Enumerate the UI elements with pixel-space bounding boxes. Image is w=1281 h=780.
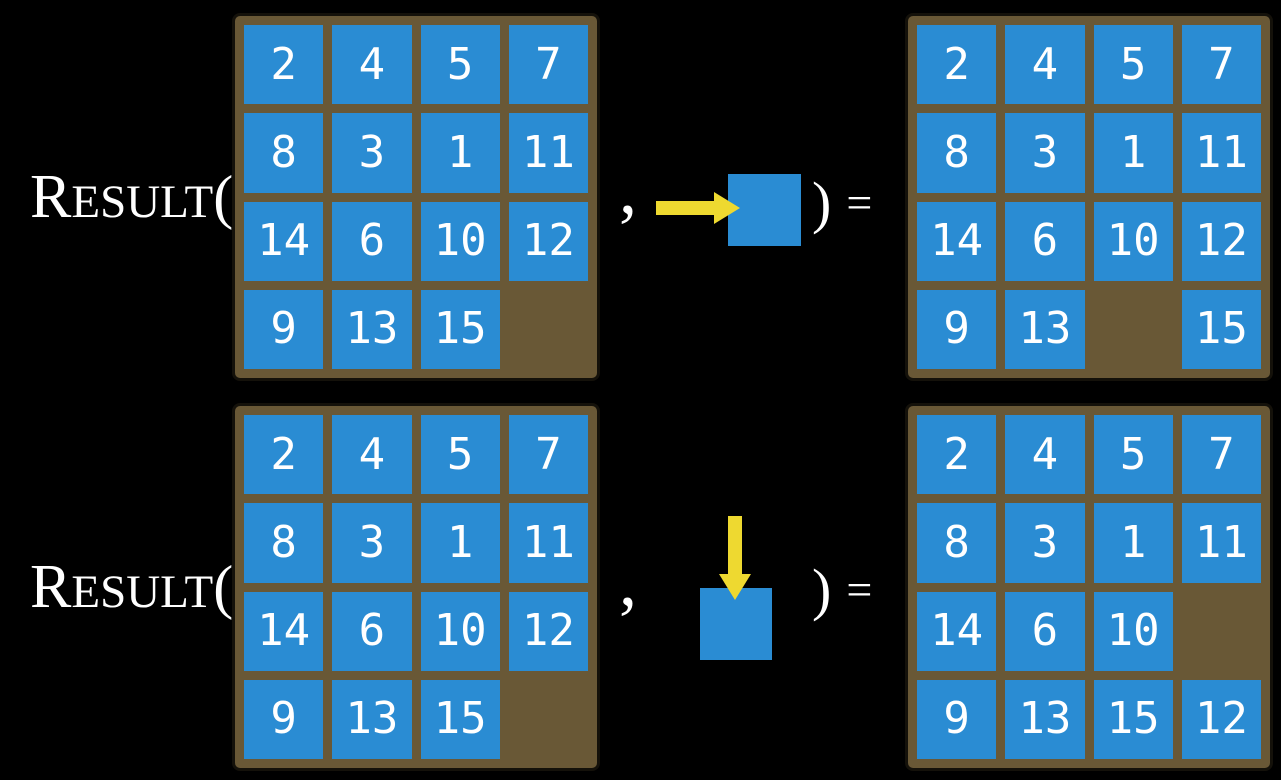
puzzle-tile: 12 [508, 201, 588, 281]
puzzle-tile: 1 [1093, 503, 1173, 583]
puzzle-tile: 5 [1093, 25, 1173, 105]
puzzle-tile: 5 [420, 415, 500, 495]
puzzle-tile: 4 [1005, 25, 1085, 105]
puzzle-tile: 14 [917, 591, 997, 671]
puzzle-tile: 5 [1093, 415, 1173, 495]
close-paren: ) [812, 170, 832, 235]
puzzle-tile: 2 [244, 415, 324, 495]
puzzle-tile: 14 [244, 591, 324, 671]
puzzle-tile: 1 [420, 113, 500, 193]
puzzle-tile: 7 [1181, 415, 1261, 495]
close-paren-equals: )= [812, 554, 872, 626]
move-tile-icon [700, 588, 772, 660]
empty-cell [509, 290, 588, 369]
puzzle-tile: 9 [244, 679, 324, 759]
puzzle-tile: 8 [917, 503, 997, 583]
puzzle-tile: 9 [917, 679, 997, 759]
puzzle-tile: 15 [1181, 289, 1261, 369]
puzzle-tile: 3 [1005, 113, 1085, 193]
puzzle-tile: 9 [917, 289, 997, 369]
equals-sign: = [846, 177, 873, 228]
puzzle-tile: 12 [1181, 201, 1261, 281]
puzzle-tile: 7 [508, 415, 588, 495]
result-smallcaps: ESULT [71, 566, 214, 618]
puzzle-tile: 11 [508, 503, 588, 583]
puzzle-tile: 11 [1181, 113, 1261, 193]
puzzle-tile: 2 [917, 25, 997, 105]
puzzle-tile: 8 [244, 113, 324, 193]
puzzle-tile: 13 [332, 289, 412, 369]
move-tile-icon [728, 174, 801, 246]
puzzle-tile: 1 [1093, 113, 1173, 193]
puzzle-tile: 3 [332, 113, 412, 193]
puzzle-tile: 1 [420, 503, 500, 583]
puzzle-tile: 13 [1005, 679, 1085, 759]
right-arrow-icon [656, 192, 740, 224]
close-paren-equals: )= [812, 167, 872, 239]
close-paren: ) [812, 557, 832, 622]
puzzle-tile: 11 [508, 113, 588, 193]
puzzle-tile: 10 [420, 201, 500, 281]
puzzle-tile: 4 [332, 415, 412, 495]
puzzle-tile: 15 [420, 289, 500, 369]
puzzle-tile: 3 [332, 503, 412, 583]
open-paren: ( [213, 164, 234, 230]
puzzle-tile: 4 [1005, 415, 1085, 495]
equals-sign: = [846, 564, 873, 615]
comma: , [619, 541, 637, 621]
result-function-label: RESULT( [30, 166, 233, 228]
puzzle-tile: 9 [244, 289, 324, 369]
puzzle-tile: 2 [917, 415, 997, 495]
empty-cell [509, 680, 588, 759]
puzzle-tile: 3 [1005, 503, 1085, 583]
puzzle-tile: 6 [1005, 201, 1085, 281]
puzzle-tile: 7 [508, 25, 588, 105]
puzzle-tile: 13 [1005, 289, 1085, 369]
puzzle-tile: 6 [1005, 591, 1085, 671]
open-paren: ( [213, 554, 234, 620]
puzzle-tile: 2 [244, 25, 324, 105]
puzzle-tile: 8 [244, 503, 324, 583]
result-smallcaps: ESULT [71, 176, 214, 228]
puzzle-tile: 12 [1181, 679, 1261, 759]
puzzle-tile: 10 [1093, 591, 1173, 671]
down-arrow-icon [719, 516, 751, 600]
puzzle-tile: 6 [332, 591, 412, 671]
puzzle-tile: 10 [1093, 201, 1173, 281]
puzzle-tile: 15 [420, 679, 500, 759]
empty-cell [1182, 592, 1261, 671]
puzzle-tile: 13 [332, 679, 412, 759]
puzzle-tile: 8 [917, 113, 997, 193]
puzzle-tile: 5 [420, 25, 500, 105]
empty-cell [1094, 290, 1173, 369]
puzzle-tile: 10 [420, 591, 500, 671]
puzzle-tile: 11 [1181, 503, 1261, 583]
puzzle-tile: 14 [244, 201, 324, 281]
comma: , [619, 149, 637, 229]
puzzle-tile: 14 [917, 201, 997, 281]
puzzle-tile: 7 [1181, 25, 1261, 105]
puzzle-tile: 6 [332, 201, 412, 281]
puzzle-tile: 12 [508, 591, 588, 671]
puzzle-tile: 15 [1093, 679, 1173, 759]
result-cap-letter: R [30, 163, 72, 231]
result-cap-letter: R [30, 553, 72, 621]
puzzle-tile: 4 [332, 25, 412, 105]
result-function-label: RESULT( [30, 556, 233, 618]
